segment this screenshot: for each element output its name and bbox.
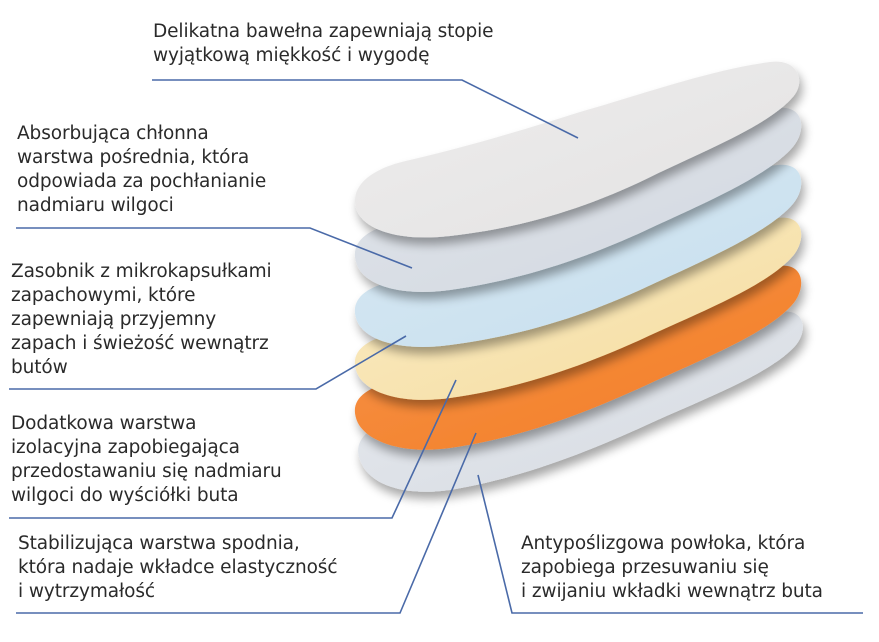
label-line: zapobiega przesuwaniu się bbox=[521, 557, 769, 578]
label-line: Delikatna bawełna zapewniają stopie bbox=[153, 21, 494, 42]
leader-line-stabilizing bbox=[16, 432, 477, 614]
label-stabilizing: Stabilizująca warstwa spodnia, która nad… bbox=[18, 532, 338, 604]
label-line: butów bbox=[11, 357, 68, 378]
leader-line-cotton bbox=[152, 79, 579, 139]
label-line: zapach i świeżość wewnątrz bbox=[11, 333, 269, 354]
label-line: i wytrzymałość bbox=[18, 581, 155, 602]
leader-line-insulation bbox=[9, 379, 457, 519]
label-line: nadmiaru wilgoci bbox=[17, 195, 174, 216]
label-cotton: Delikatna bawełna zapewniają stopie wyją… bbox=[153, 20, 494, 68]
label-line: odpowiada za pochłanianie bbox=[17, 171, 267, 192]
label-line: i zwijaniu wkładki wewnątrz buta bbox=[521, 581, 823, 602]
label-line: warstwa pośrednia, która bbox=[17, 147, 250, 168]
label-line: zapachowymi, które bbox=[11, 285, 196, 306]
label-line: przedostawaniu się nadmiaru bbox=[11, 461, 282, 482]
label-line: wyjątkową miękkość i wygodę bbox=[153, 45, 430, 66]
label-fragrance: Zasobnik z mikrokapsułkami zapachowymi, … bbox=[11, 260, 272, 380]
layer-top-cotton bbox=[355, 61, 800, 238]
label-line: Zasobnik z mikrokapsułkami bbox=[11, 261, 272, 282]
label-absorbent: Absorbująca chłonna warstwa pośrednia, k… bbox=[17, 122, 266, 218]
label-line: która nadaje wkładce elastyczność bbox=[18, 557, 338, 578]
label-line: zapewniają przyjemny bbox=[11, 309, 217, 330]
label-line: Antypoślizgowa powłoka, która bbox=[521, 533, 806, 554]
label-insulation: Dodatkowa warstwa izolacyjna zapobiegają… bbox=[11, 412, 282, 508]
leader-line-fragrance bbox=[9, 335, 407, 390]
leader-line-antislip bbox=[477, 474, 863, 614]
leader-lines bbox=[9, 79, 863, 614]
label-line: Stabilizująca warstwa spodnia, bbox=[18, 533, 300, 554]
leader-line-absorbent bbox=[16, 227, 413, 269]
label-line: Dodatkowa warstwa bbox=[11, 413, 197, 434]
label-line: wilgoci do wyściółki buta bbox=[11, 485, 239, 506]
label-antislip: Antypoślizgowa powłoka, która zapobiega … bbox=[521, 532, 823, 604]
label-line: izolacyjna zapobiegająca bbox=[11, 437, 240, 458]
label-line: Absorbująca chłonna bbox=[17, 123, 209, 144]
